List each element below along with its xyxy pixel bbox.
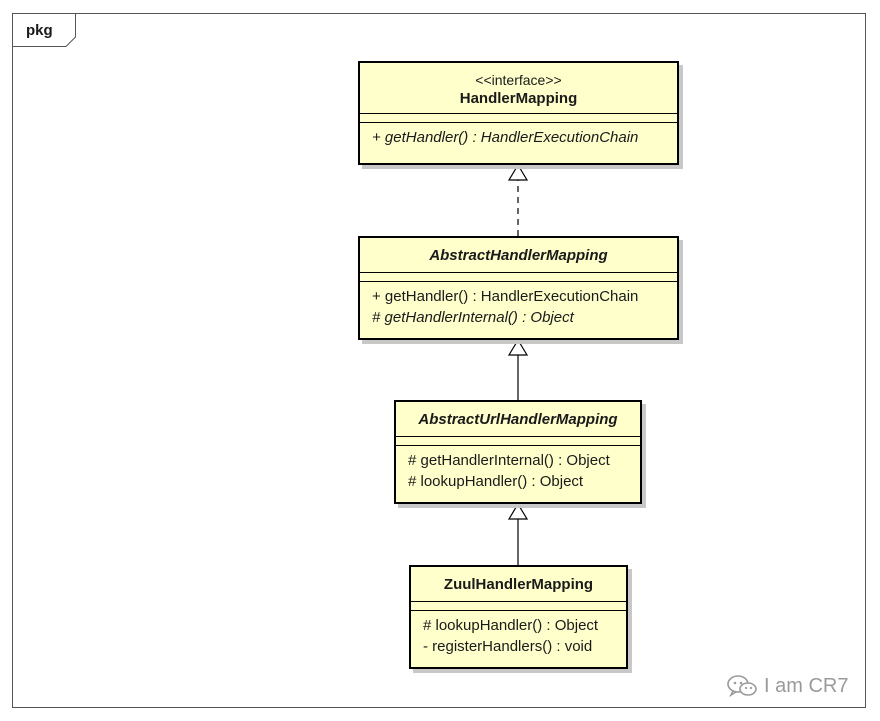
operations-compartment: + getHandler() : HandlerExecutionChain [360,122,677,154]
operation: # getHandlerInternal() : Object [372,309,574,326]
class-header: AbstractUrlHandlerMapping [396,402,640,436]
class-header: <<interface>> HandlerMapping [360,63,677,113]
package-label: pkg [26,22,53,39]
operation: + getHandler() : HandlerExecutionChain [372,129,639,146]
operation: # lookupHandler() : Object [408,473,584,490]
generalization-arrowhead-2 [507,502,529,520]
class-name: HandlerMapping [459,90,578,107]
package-tab [12,13,76,47]
attributes-compartment [360,113,677,122]
attributes-compartment [396,436,640,445]
class-header: AbstractHandlerMapping [360,238,677,272]
class-name: AbstractUrlHandlerMapping [418,411,618,428]
wechat-icon [727,675,757,698]
operation: + getHandler() : HandlerExecutionChain [372,288,639,305]
watermark: I am CR7 [726,674,848,698]
class-zuul-handler-mapping[interactable]: ZuulHandlerMapping # lookupHandler() : O… [409,565,628,669]
attributes-compartment [360,272,677,281]
class-stereotype: <<interface>> [475,72,562,88]
class-abstract-handler-mapping[interactable]: AbstractHandlerMapping + getHandler() : … [358,236,679,340]
generalization-arrowhead-1 [507,338,529,356]
class-header: ZuulHandlerMapping [411,567,626,601]
class-handler-mapping[interactable]: <<interface>> HandlerMapping + getHandle… [358,61,679,165]
operation: # lookupHandler() : Object [423,617,599,634]
class-name: ZuulHandlerMapping [443,576,594,593]
watermark-text: I am CR7 [764,674,849,697]
operation: - registerHandlers() : void [423,638,593,655]
operation: # getHandlerInternal() : Object [408,452,610,469]
attributes-compartment [411,601,626,610]
operations-compartment: # lookupHandler() : Object - registerHan… [411,610,626,663]
realization-arrowhead [507,163,529,181]
operations-compartment: # getHandlerInternal() : Object # lookup… [396,445,640,498]
class-abstract-url-handler-mapping[interactable]: AbstractUrlHandlerMapping # getHandlerIn… [394,400,642,504]
operations-compartment: + getHandler() : HandlerExecutionChain #… [360,281,677,334]
class-name: AbstractHandlerMapping [429,247,608,264]
package-frame [12,13,866,708]
